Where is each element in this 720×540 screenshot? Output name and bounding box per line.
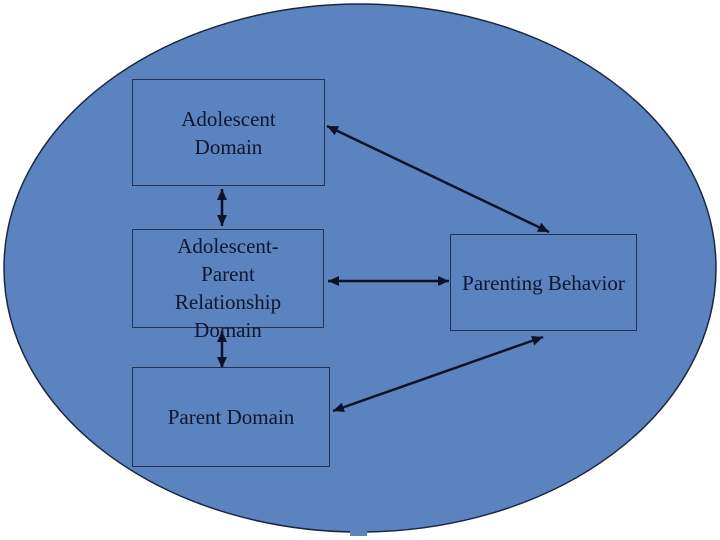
ellipse-bottom-notch (350, 526, 367, 536)
node-adolescent-domain: Adolescent Domain (132, 79, 325, 186)
node-parenting-behavior-label: Parenting Behavior (462, 270, 625, 295)
node-parent-domain: Parent Domain (132, 367, 330, 467)
node-parent-domain-label: Parent Domain (167, 405, 295, 429)
edge-adolescent-to-parenting-behavior (326, 124, 550, 234)
node-parenting-behavior: Parenting Behavior (450, 234, 637, 331)
node-adolescent-domain-label: Adolescent Domain (181, 106, 276, 159)
edge-parent-to-parenting-behavior (332, 335, 544, 413)
node-adolescent-parent-relationship-domain: Adolescent- Parent Relationship Domain (132, 229, 324, 342)
node-relationship-domain-label: Adolescent- Parent Relationship Domain (174, 234, 282, 342)
